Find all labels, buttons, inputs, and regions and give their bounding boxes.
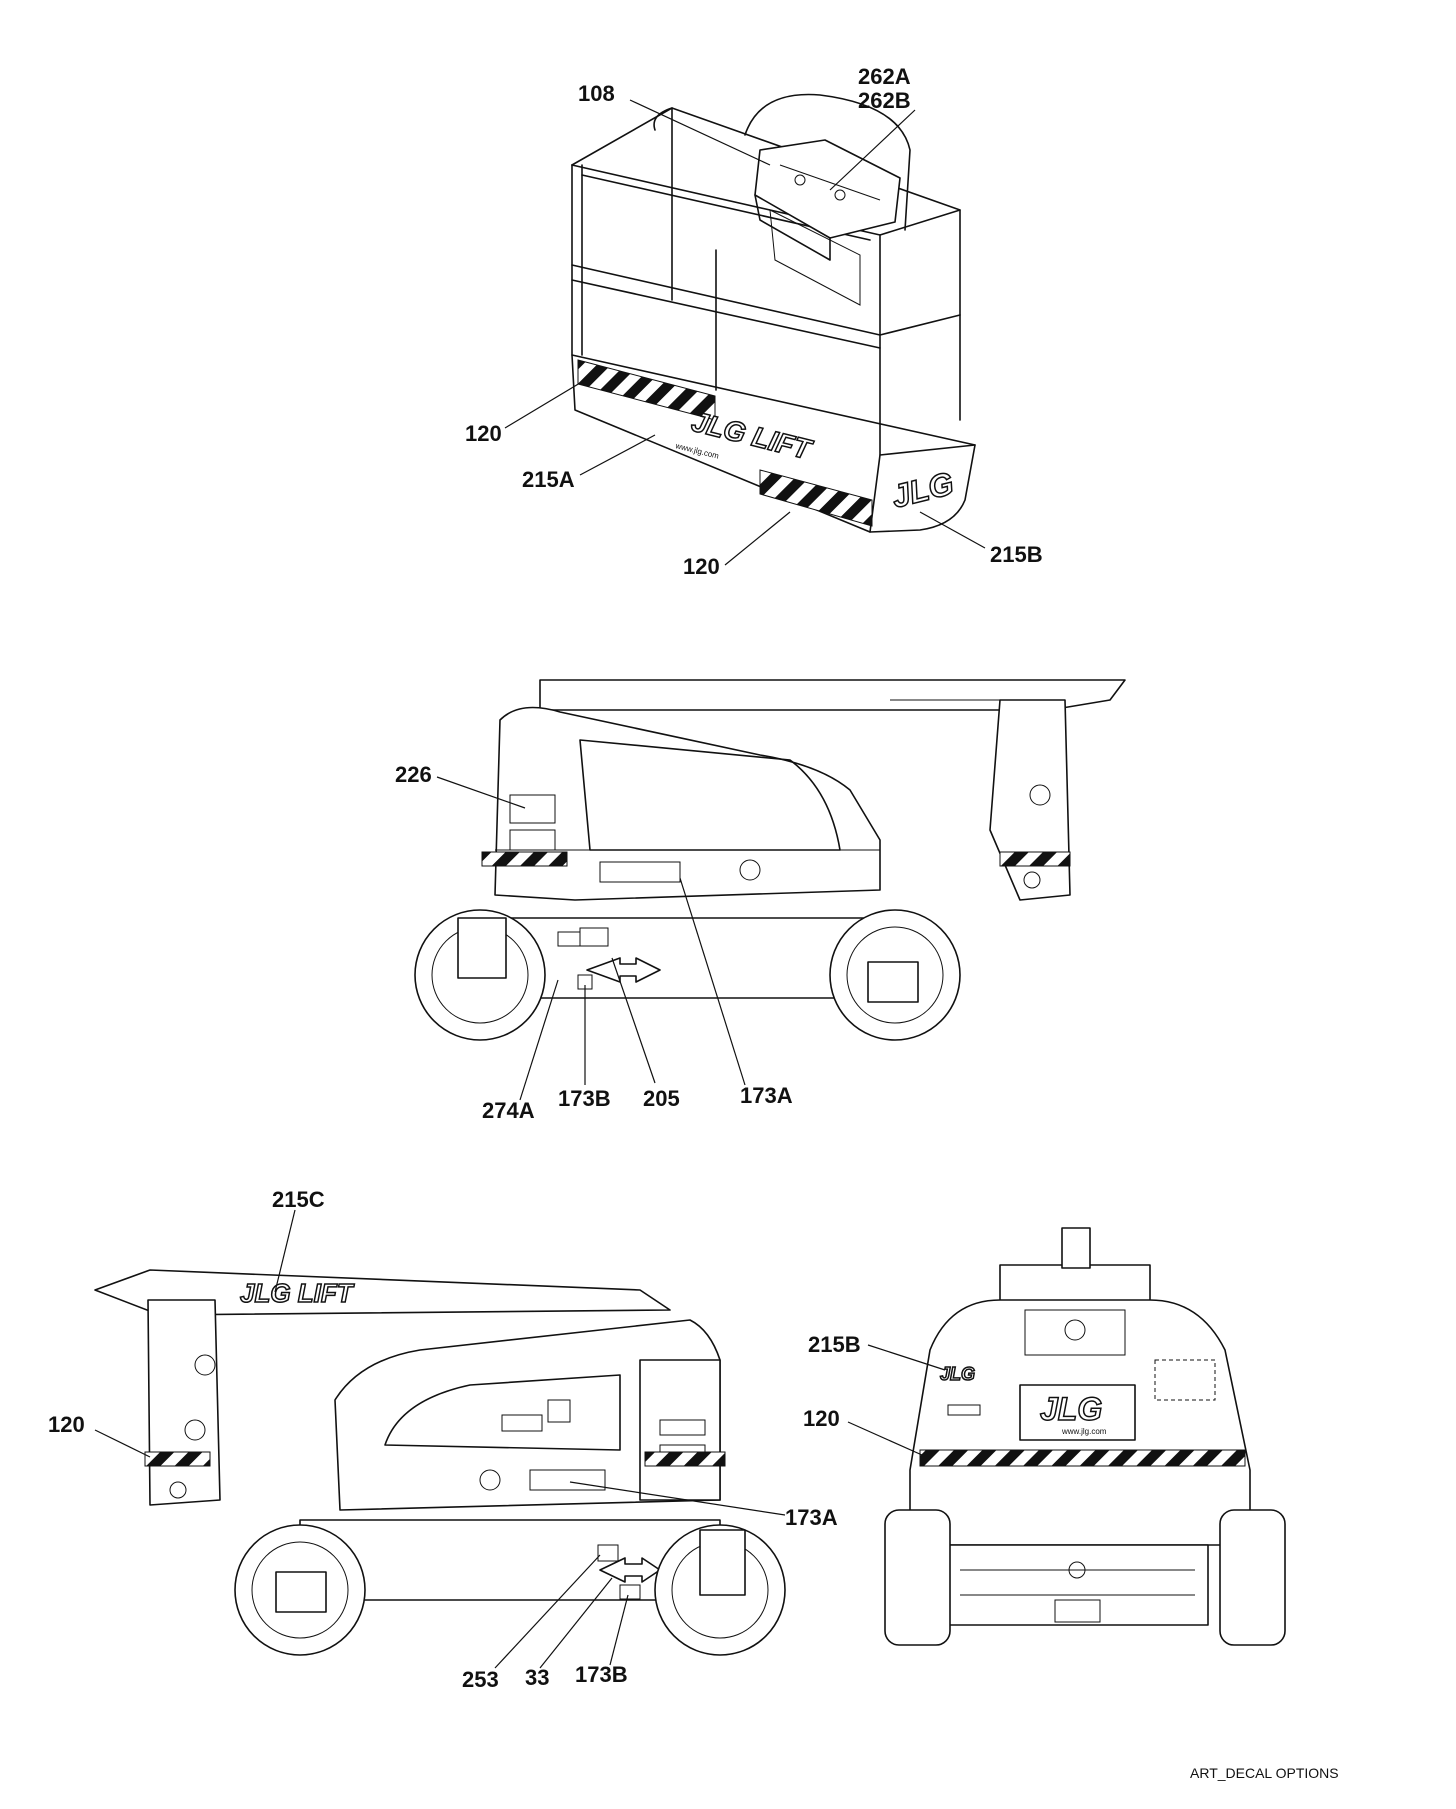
callout-215b-platform: 215B: [990, 542, 1043, 567]
callout-173b-side2: 173B: [575, 1662, 628, 1687]
callout-215c: 215C: [272, 1187, 325, 1212]
jlg-logo-rear: JLG: [1040, 1391, 1102, 1427]
decal-253-side2: [597, 1544, 619, 1562]
control-console: [744, 93, 911, 306]
callout-215a: 215A: [522, 467, 575, 492]
callout-labels: 108 262A 262B 120 215A 120 215B 226 274A…: [48, 64, 1043, 1692]
hazard-stripe-right: [999, 851, 1071, 867]
callout-226: 226: [395, 762, 432, 787]
callout-173a-side1: 173A: [740, 1083, 793, 1108]
jlg-lift-decal-215c: JLG LIFT: [240, 1278, 355, 1308]
callout-262b: 262B: [858, 88, 911, 113]
callout-205: 205: [643, 1086, 680, 1111]
side-view-2: JLG LIFT: [94, 1269, 786, 1656]
jlg-logo-panel: [1019, 1384, 1136, 1441]
callout-215b-rear: 215B: [808, 1332, 861, 1357]
decal-205-side1: [579, 927, 609, 947]
callout-33: 33: [525, 1665, 549, 1690]
hazard-stripe-right-2: [644, 1451, 726, 1467]
callout-120-platform-left: 120: [465, 421, 502, 446]
callout-253: 253: [462, 1667, 499, 1692]
jlg-logo-decal-215b-rear: JLG: [940, 1364, 975, 1384]
drawing-caption: ART_DECAL OPTIONS: [1190, 1765, 1339, 1781]
leader-lines: [94, 99, 986, 1669]
platform-basket-view: JLG LIFT www.jlg.com JLG: [571, 93, 976, 533]
callout-120-side2: 120: [48, 1412, 85, 1437]
decal-173a-side1: [599, 861, 681, 883]
callout-108: 108: [578, 81, 615, 106]
double-arrow-decal: [586, 957, 661, 983]
callout-173b-side1: 173B: [558, 1086, 611, 1111]
callout-120-rear: 120: [803, 1406, 840, 1431]
hazard-stripe-left: [481, 851, 568, 867]
website-rear: www.jlg.com: [1061, 1427, 1107, 1436]
callout-274a: 274A: [482, 1098, 535, 1123]
hazard-stripe-rear-120: [919, 1449, 1246, 1467]
side-view-1: [414, 679, 1126, 1041]
decal-173b-side2: [619, 1584, 641, 1600]
rear-view: JLG www.jlg.com JLG: [884, 1227, 1286, 1646]
callout-262a: 262A: [858, 64, 911, 89]
decal-173a-side2: [529, 1469, 606, 1491]
callout-173a-side2: 173A: [785, 1505, 838, 1530]
hazard-stripe-decal-120: [577, 359, 873, 527]
hazard-stripe-left-2: [144, 1451, 211, 1467]
callout-120-platform-bottom: 120: [683, 554, 720, 579]
